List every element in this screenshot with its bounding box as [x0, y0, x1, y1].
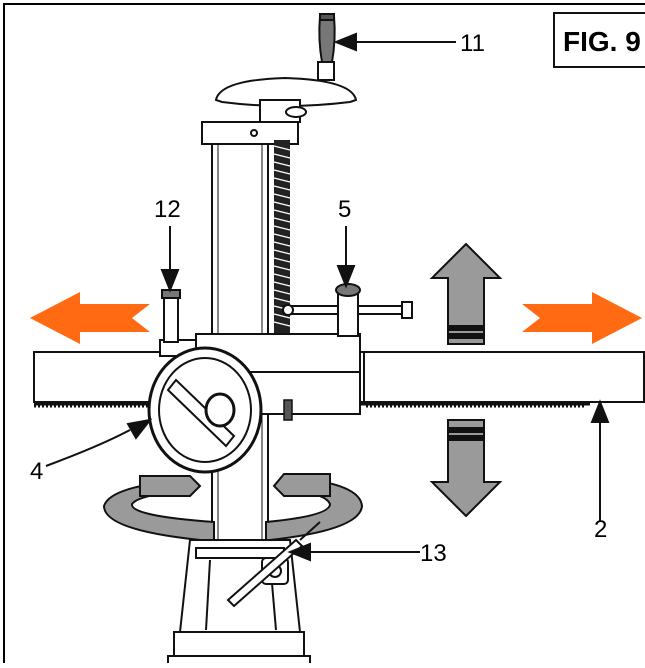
lead-screw: [273, 140, 291, 340]
column-collar: [201, 121, 299, 145]
column-base: [167, 539, 311, 667]
top-handwheel: [214, 13, 358, 123]
lever: [161, 289, 181, 343]
side-handwheel: [147, 346, 293, 474]
left-orange-arrow: [30, 292, 150, 344]
callout-5: 5: [338, 196, 352, 223]
callout-4: 4: [30, 458, 44, 485]
callout-11: 11: [460, 30, 485, 57]
callout-13: 13: [420, 540, 447, 567]
down-gray-arrow: [429, 419, 503, 518]
callout-2: 2: [594, 516, 608, 543]
callout-12: 12: [154, 196, 181, 223]
leader-lines: [45, 32, 610, 562]
up-gray-arrow: [429, 242, 503, 345]
figure-frame: [3, 3, 645, 668]
rotation-arrows: [102, 473, 364, 541]
right-orange-arrow: [522, 292, 642, 344]
figure-title: FIG. 9: [553, 12, 645, 68]
clamp-lever: [226, 521, 321, 608]
lock-handle: [282, 283, 413, 337]
